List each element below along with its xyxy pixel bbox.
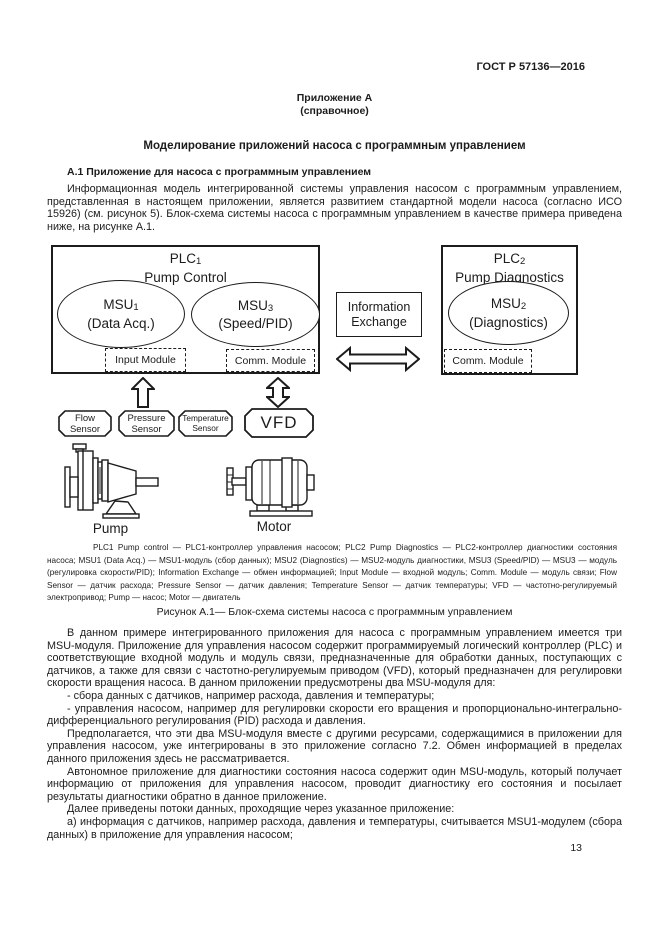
body-text: В данном примере интегрированного прилож…: [47, 627, 622, 841]
pressure-sensor-box: Pressure Sensor: [118, 410, 175, 437]
motor-illustration: [226, 457, 315, 517]
up-arrow-icon: [131, 377, 155, 408]
section-heading: А.1 Приложение для насоса с программным …: [67, 166, 372, 178]
msu2-desc: (Diagnostics): [469, 314, 548, 330]
motor-label: Motor: [256, 519, 292, 534]
vfd-box: VFD: [244, 408, 314, 438]
pump-illustration: [64, 443, 159, 519]
comm-module-box-plc2: Comm. Module: [444, 349, 532, 373]
plc2-box: PLC2 Pump Diagnostics MSU2 (Diagnostics)…: [441, 245, 578, 375]
msu1-desc: (Data Acq.): [87, 315, 155, 331]
msu1-ellipse: MSU1 (Data Acq.): [57, 280, 185, 348]
bullet-item: - управления насосом, например для регул…: [47, 702, 622, 728]
document-code-header: ГОСТ Р 57136—2016: [476, 61, 585, 73]
comm-module-box-plc1: Comm. Module: [226, 349, 315, 372]
intro-paragraph: Информационная модель интегрированной си…: [47, 183, 622, 233]
plc1-name: PLC1: [169, 251, 202, 267]
plc1-title: PLC1 Pump Control: [53, 251, 318, 285]
msu2-name: MSU2: [490, 296, 527, 312]
body-paragraph: В данном примере интегрированного прилож…: [47, 627, 622, 690]
body-paragraph: Далее приведены потоки данных, проходящи…: [67, 803, 455, 816]
appendix-subtitle: (справочное): [300, 105, 369, 117]
body-paragraph: Автономное приложение для диагностики со…: [47, 765, 622, 803]
appendix-heading: Приложение А (справочное): [47, 92, 622, 118]
flow-sensor-box: Flow Sensor: [58, 410, 112, 437]
plc2-title: PLC2 Pump Diagnostics: [443, 251, 576, 285]
plc2-name: PLC2: [493, 251, 526, 267]
figure-legend: PLC1 Pump control — PLC1-контроллер упра…: [47, 543, 617, 602]
plc1-box: PLC1 Pump Control MSU1 (Data Acq.) MSU3 …: [51, 245, 320, 374]
vertical-double-arrow-icon: [266, 377, 290, 408]
msu1-name: MSU1: [103, 297, 139, 313]
appendix-title: Приложение А: [296, 92, 373, 104]
figure-caption: Рисунок А.1— Блок-схема системы насоса с…: [156, 606, 513, 618]
input-module-box: Input Module: [105, 348, 186, 372]
msu3-ellipse: MSU3 (Speed/PID): [191, 282, 320, 347]
information-exchange-box: Information Exchange: [336, 292, 422, 337]
msu3-name: MSU3: [237, 297, 274, 314]
bullet-item: - сбора данных с датчиков, например расх…: [67, 689, 435, 702]
temperature-sensor-box: Temperature Sensor: [178, 410, 233, 437]
body-paragraph: Предполагается, что эти два MSU-модуля в…: [47, 727, 622, 765]
pump-label: Pump: [92, 521, 129, 536]
plc2-subtitle: Pump Diagnostics: [455, 269, 564, 285]
msu3-desc: (Speed/PID): [218, 316, 293, 331]
body-paragraph: а) информация с датчиков, например расхо…: [47, 815, 622, 841]
page-number: 13: [570, 842, 582, 854]
horizontal-double-arrow-icon: [336, 346, 420, 372]
document-title: Моделирование приложений насоса с програ…: [143, 140, 526, 152]
plc1-subtitle: Pump Control: [144, 269, 227, 285]
msu2-ellipse: MSU2 (Diagnostics): [448, 281, 569, 345]
